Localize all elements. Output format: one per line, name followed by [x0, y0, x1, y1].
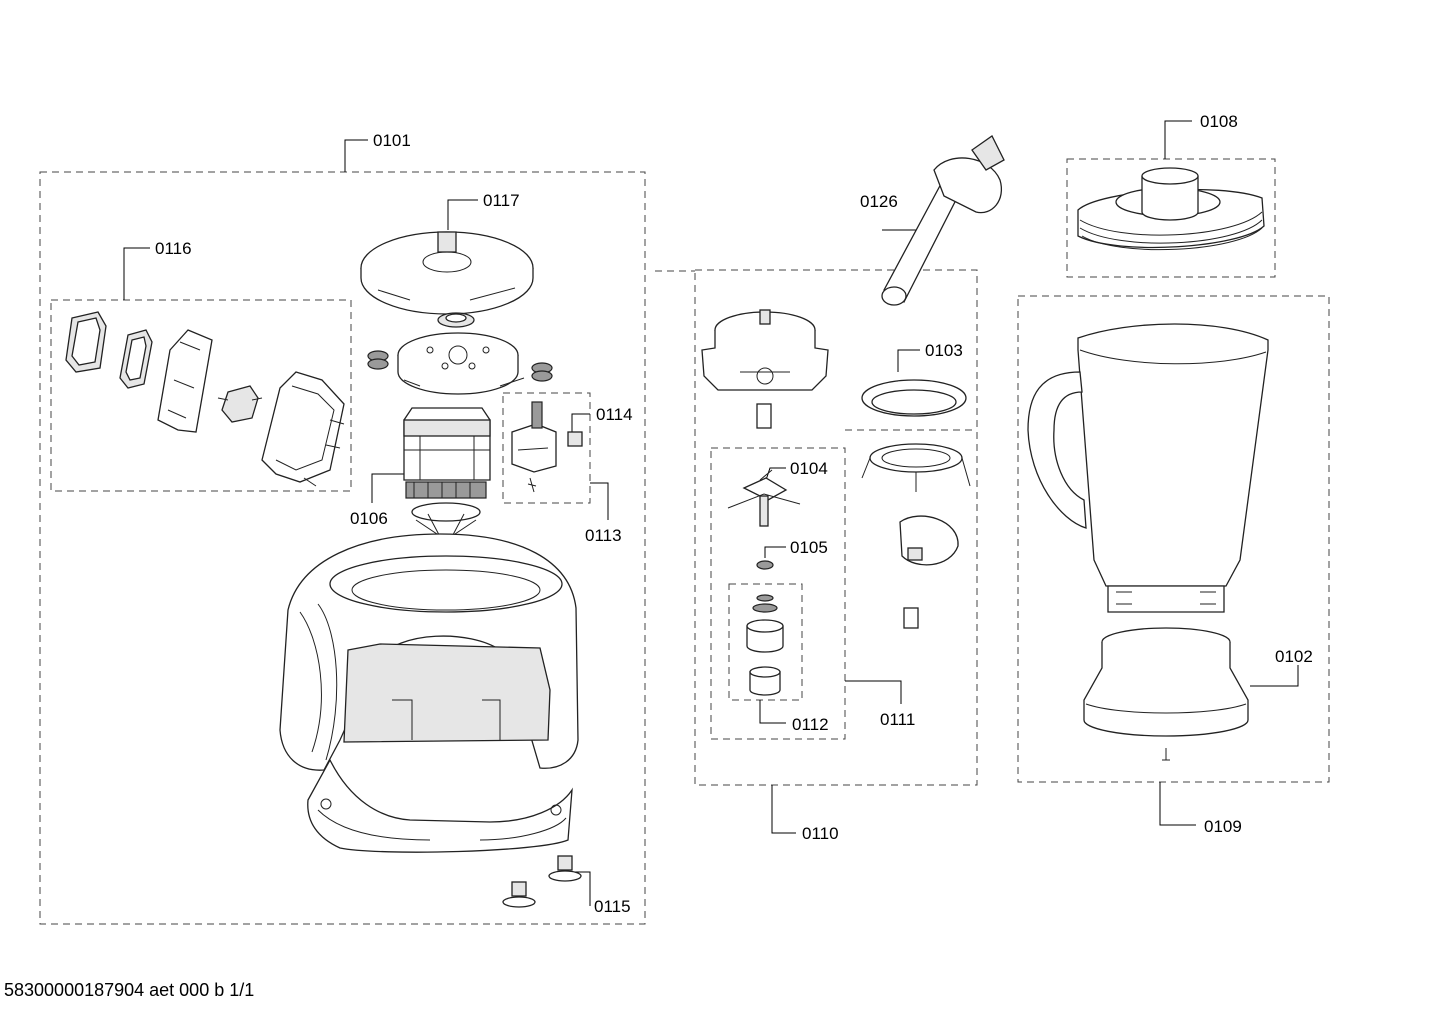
group-box-0112: [728, 583, 803, 701]
part-feet: [502, 855, 582, 908]
leader-0116: [123, 247, 150, 300]
group-box-0108: [1066, 158, 1276, 278]
part-drive-cover: [360, 231, 534, 328]
part-bearing-stack: [746, 594, 784, 696]
label-0116: 0116: [155, 239, 192, 258]
group-box-0116: [50, 299, 352, 492]
label-0111: 0111: [880, 710, 915, 729]
part-motor: [403, 407, 491, 550]
part-coupling: [701, 309, 829, 429]
group-box-0111: [710, 447, 846, 740]
document-id: 58300000187904 aet 000 b 1/1: [4, 980, 255, 1000]
label-0113: 0113: [585, 526, 622, 545]
leader-0103: [897, 349, 920, 372]
label-0126: 0126: [860, 192, 898, 211]
leader-0102: [1250, 665, 1299, 687]
part-motor-cage: [367, 332, 553, 395]
leader-0114: [571, 413, 590, 432]
group-box-0109: [1017, 295, 1330, 783]
part-blade: [727, 469, 801, 527]
label-0108: 0108: [1200, 112, 1238, 131]
label-0112: 0112: [792, 715, 829, 734]
part-base-housing: [279, 533, 579, 853]
leader-0101: [344, 139, 368, 172]
label-0115: 0115: [594, 897, 631, 916]
label-0109: 0109: [1204, 817, 1242, 836]
part-jug: [1027, 323, 1269, 613]
label-0117: 0117: [483, 191, 520, 210]
group-box-0101: [39, 171, 646, 925]
part-lid: [1077, 167, 1265, 251]
label-0106: 0106: [350, 509, 388, 528]
label-0101: 0101: [373, 131, 411, 150]
label-0105: 0105: [790, 538, 828, 557]
leader-0106: [371, 473, 408, 503]
part-washer: [756, 560, 774, 570]
part-control-assembly: [65, 311, 345, 487]
label-0114: 0114: [596, 405, 633, 424]
label-0110: 0110: [802, 824, 839, 843]
leader-0117: [447, 199, 478, 230]
part-sealing-ring: [861, 379, 967, 417]
group-box-0110: [694, 269, 978, 786]
part-tamper: [881, 135, 1005, 306]
part-locking-ring: [861, 443, 971, 629]
part-jug-base: [1083, 627, 1249, 761]
leader-0108: [1164, 120, 1192, 159]
leader-0105: [764, 546, 786, 558]
leader-0112: [759, 700, 786, 724]
label-0104: 0104: [790, 459, 828, 478]
leader-0110: [771, 785, 796, 834]
leader-0113: [590, 482, 609, 520]
leader-0111: [845, 680, 902, 704]
group-box-0113: [502, 392, 591, 504]
leader-0109: [1159, 782, 1196, 826]
label-0103: 0103: [925, 341, 963, 360]
label-0102: 0102: [1275, 647, 1313, 666]
part-switch: [511, 401, 583, 493]
